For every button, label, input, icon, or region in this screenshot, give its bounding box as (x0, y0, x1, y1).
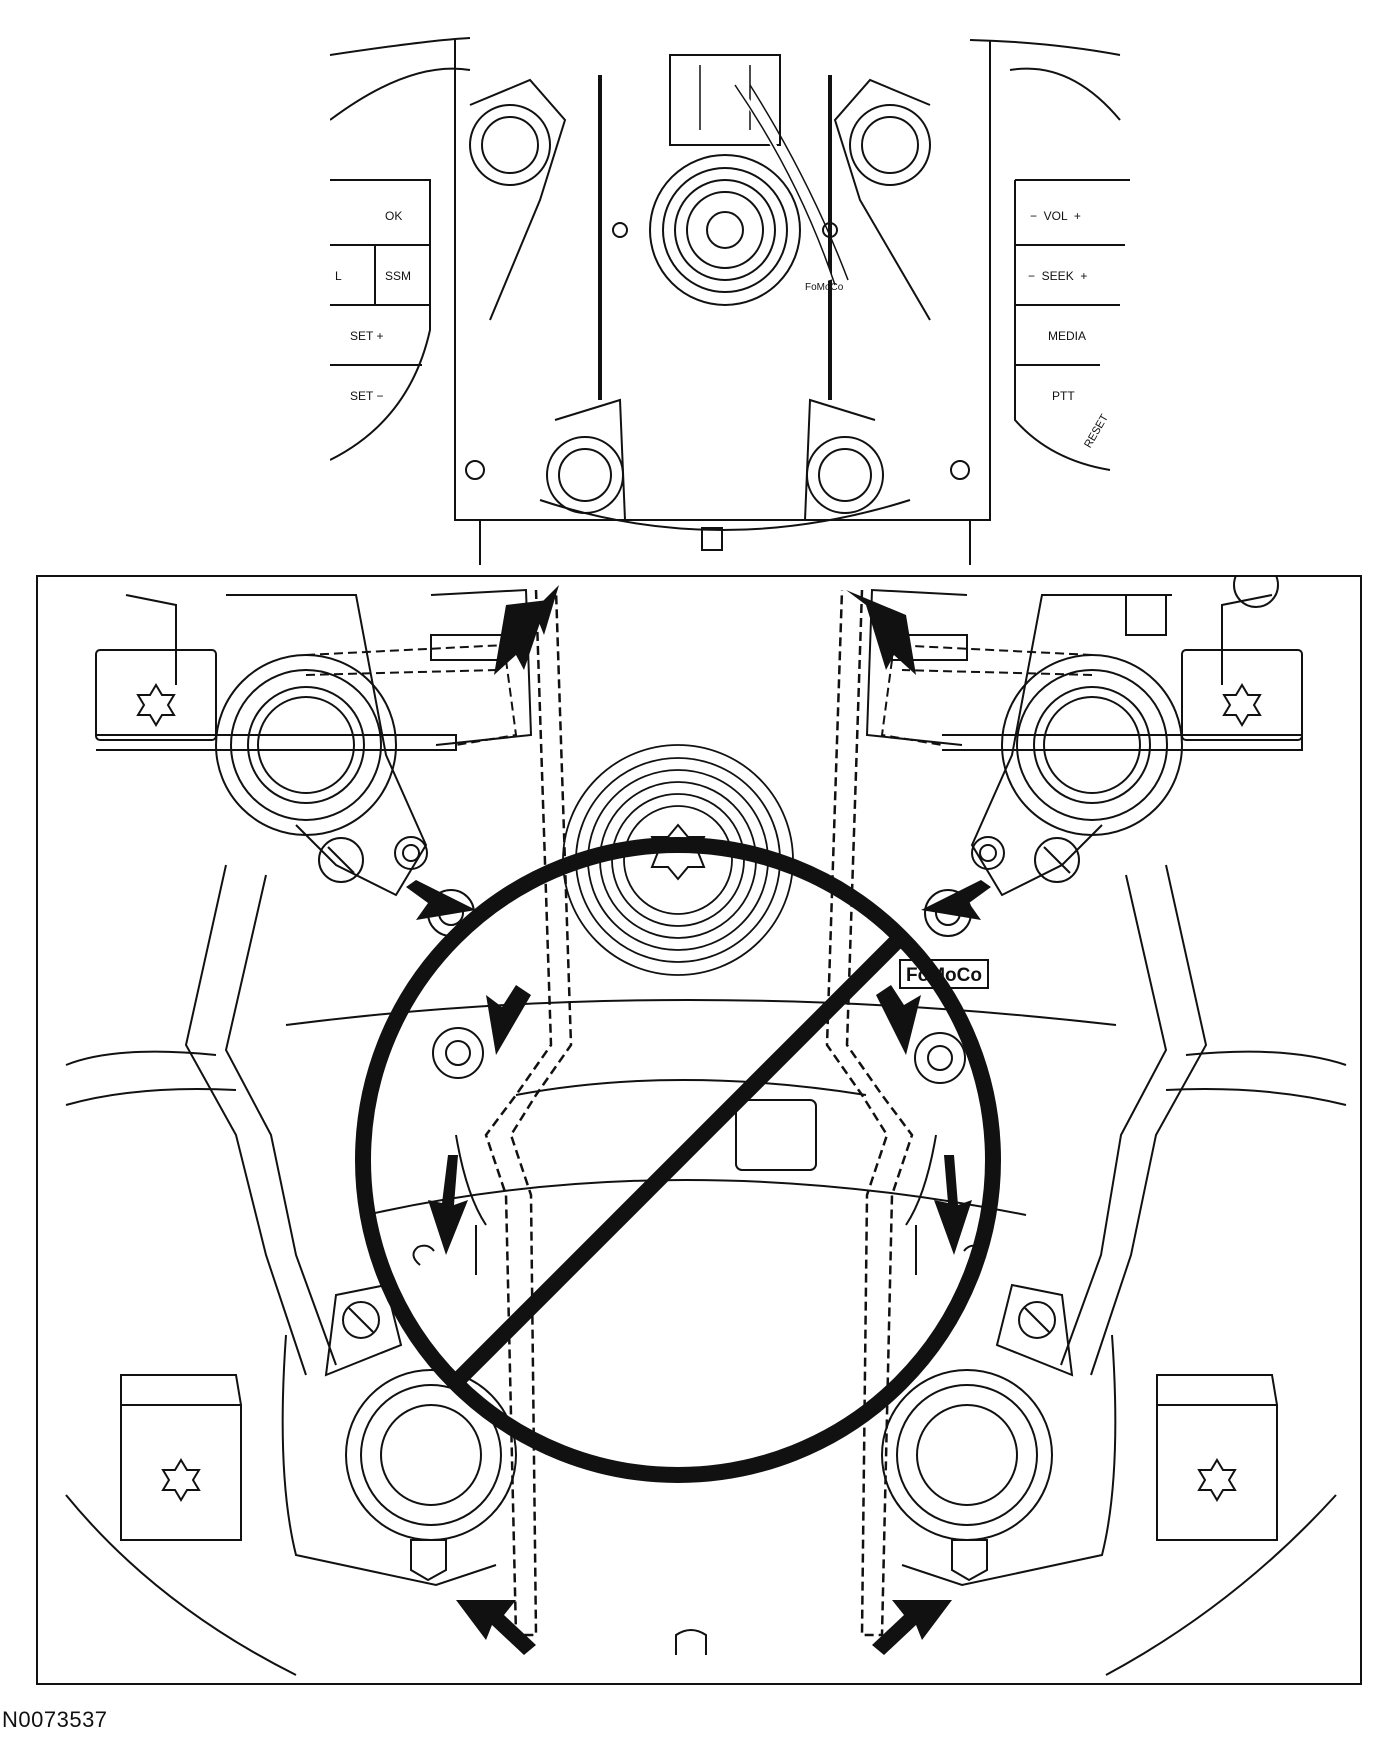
ptt-button-label: PTT (1052, 389, 1075, 403)
seek-button-label: − SEEK + (1028, 269, 1087, 283)
lower-left-clip (546, 398, 626, 521)
connector-top-right-icon (1233, 575, 1280, 608)
pin-right-upper (924, 836, 1005, 937)
detail-view: FoMoCo (36, 575, 1362, 1685)
ssm-button-label: SSM (385, 269, 411, 283)
upper-right-tab (865, 588, 1093, 746)
clockspring-connector (669, 54, 781, 146)
vol-button-label: − VOL + (1030, 209, 1081, 223)
figure-id-label: N0073537 (2, 1707, 108, 1732)
wheel-rim-top-left (330, 37, 471, 56)
overview-view: OK L SSM SET + SET − − VOL + − SEEK + ME… (330, 37, 1130, 565)
ok-button-label: OK (385, 209, 402, 223)
set-minus-button-label: SET − (350, 389, 383, 403)
upper-left-clip (469, 78, 567, 321)
detail-frame (36, 575, 1362, 1685)
lower-right-clip-detail (881, 1283, 1278, 1587)
clockspring-center (649, 154, 801, 306)
arrow-bottom-left (456, 1600, 536, 1655)
arrow-top-right (846, 590, 916, 675)
screw-upper-right-icon (1222, 683, 1262, 727)
arrow-mid-right-upper (921, 880, 991, 920)
fomoco-logo-small: FoMoCo (805, 282, 844, 293)
l-button-label: L (335, 269, 342, 283)
lower-left-clip-detail (120, 1283, 517, 1587)
bottom-stud (675, 1629, 707, 1655)
right-frame-rail (1090, 864, 1208, 1376)
lower-right-clip (804, 398, 884, 521)
set-plus-button-label: SET + (350, 329, 383, 343)
screw-lower-left-icon (161, 1458, 201, 1502)
prohibition-symbol (355, 837, 1001, 1483)
reset-button-label: RESET (1082, 412, 1111, 450)
upper-right-clip (833, 78, 931, 321)
arrow-mid-left-lower (486, 985, 531, 1055)
pin-right-lower (914, 1032, 966, 1084)
arrow-mid-right-lower (876, 985, 921, 1055)
arrow-lower-right (934, 1155, 972, 1255)
screw-lower-right-icon (1197, 1458, 1237, 1502)
right-button-pad (1014, 179, 1130, 471)
arrow-mid-left-upper (406, 880, 476, 920)
upper-right-bracket (942, 575, 1303, 897)
left-button-pad (330, 179, 431, 461)
pin-left-lower (432, 1027, 484, 1079)
wheel-rim-top-right (969, 39, 1121, 56)
screw-upper-left-icon (136, 683, 176, 727)
arrow-bottom-right (872, 1600, 952, 1655)
left-frame-rail (184, 864, 307, 1376)
media-button-label: MEDIA (1048, 329, 1086, 343)
arrow-top-left (494, 585, 559, 675)
center-torx-icon (650, 823, 706, 881)
wire-path-left (484, 589, 573, 1637)
upper-left-bracket (95, 594, 457, 897)
airbag-housing (454, 40, 991, 521)
center-latch (735, 1099, 817, 1171)
arrow-lower-left (428, 1155, 468, 1255)
wire-path-right (825, 589, 914, 1637)
